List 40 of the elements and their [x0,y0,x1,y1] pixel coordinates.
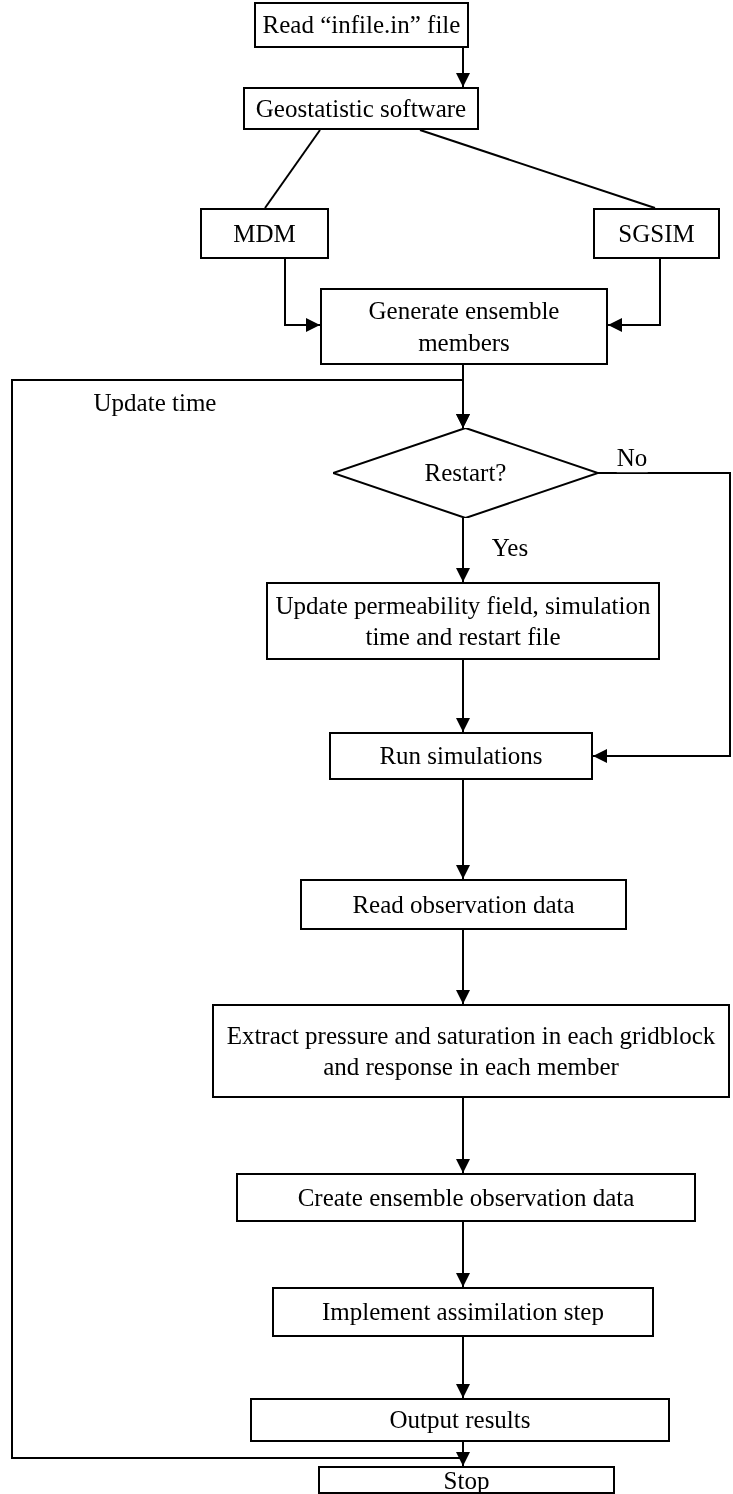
process-box [212,1004,730,1098]
node-text: Extract pressure and saturation in each gridblock and response in each member [225,1020,717,1082]
node-text: Output results [389,1405,531,1436]
arrow [456,47,470,88]
decision-diamond [333,428,598,518]
node-text: Run simulations [379,741,543,772]
arrow [456,517,470,583]
arrow [607,258,661,332]
arrow [456,659,470,733]
node-text: Generate ensemble members [367,296,561,358]
node-text: Restart? [424,458,507,489]
node-text: Implement assimilation step [322,1297,604,1328]
node-text: Read observation data [352,889,575,920]
process-box [254,2,469,48]
node-text: SGSIM [618,218,695,249]
node-text: Read “infile.in” file [262,10,461,41]
node-text: Stop [443,1467,490,1493]
arrow [456,1336,470,1399]
process-box [243,87,479,130]
process-box [593,208,720,259]
process-box [320,288,608,365]
arrow [11,379,470,1459]
arrow [456,1097,470,1174]
process-box [318,1466,615,1494]
process-box [250,1398,670,1442]
arrow [456,779,470,880]
process-box [200,208,329,259]
node-text: Create ensemble observation data [297,1182,635,1213]
node-text: Update permeability field, simulation time and restart file [274,590,652,652]
arrow [456,929,470,1005]
process-box [329,732,593,780]
arrow [592,472,731,763]
process-box [236,1173,696,1222]
arrow [284,258,321,332]
process-box [300,879,627,930]
process-box [272,1287,654,1337]
process-box [266,582,660,660]
arrow [456,1221,470,1288]
node-text: MDM [233,218,296,249]
node-text: Geostatistic software [255,93,467,124]
